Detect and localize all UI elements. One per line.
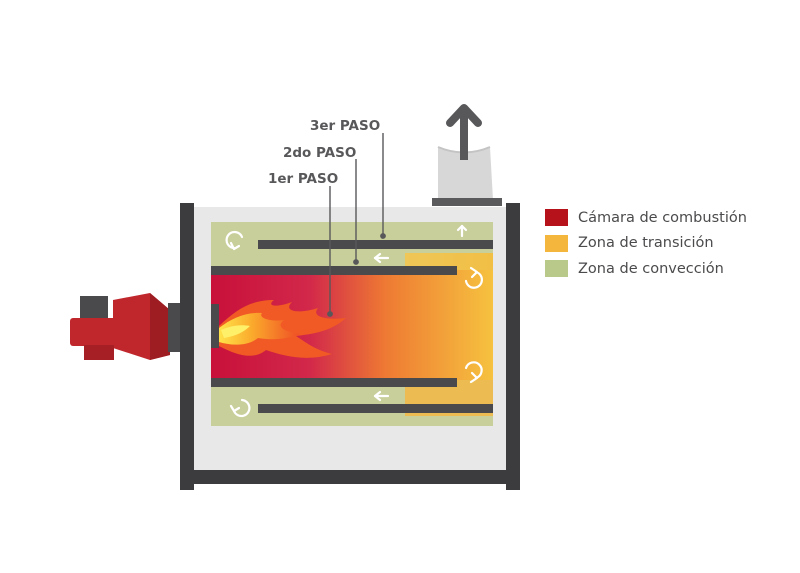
tube-pass3 [258,240,493,249]
legend-label-convection: Zona de convección [578,260,724,277]
tube-pass2-upper [211,266,457,275]
burner [70,293,182,360]
exhaust-arrow-icon [446,104,482,160]
legend-item-transition: Zona de transición [545,231,747,257]
legend-swatch-combustion [545,209,568,227]
curved-arrow-icon [229,398,251,418]
burner-nozzle [211,304,219,348]
pass-pointers [327,133,386,317]
flow-arrow-up-icon [456,224,468,238]
legend-item-combustion: Cámara de combustión [545,205,747,231]
pass3-label: 3er PASO [310,118,380,134]
curved-arrow-icon [464,266,483,289]
boiler-frame [180,203,520,490]
pass1-label: 1er PASO [268,171,338,187]
legend-label-combustion: Cámara de combustión [578,209,747,226]
legend-swatch-transition [545,234,568,252]
flame-icon [219,300,346,358]
tube-pass3-lower [258,404,493,413]
pass2-label: 2do PASO [283,145,356,161]
tube-pass2-lower [211,378,457,387]
curved-arrow-icon [225,230,244,251]
curved-arrow-icon [464,361,483,384]
legend: Cámara de combustión Zona de transición … [545,205,747,282]
legend-label-transition: Zona de transición [578,235,714,252]
legend-item-convection: Zona de convección [545,256,747,282]
flow-arrow-left-icon [373,252,390,264]
flow-arrow-left-icon [373,390,390,402]
legend-swatch-convection [545,260,568,278]
